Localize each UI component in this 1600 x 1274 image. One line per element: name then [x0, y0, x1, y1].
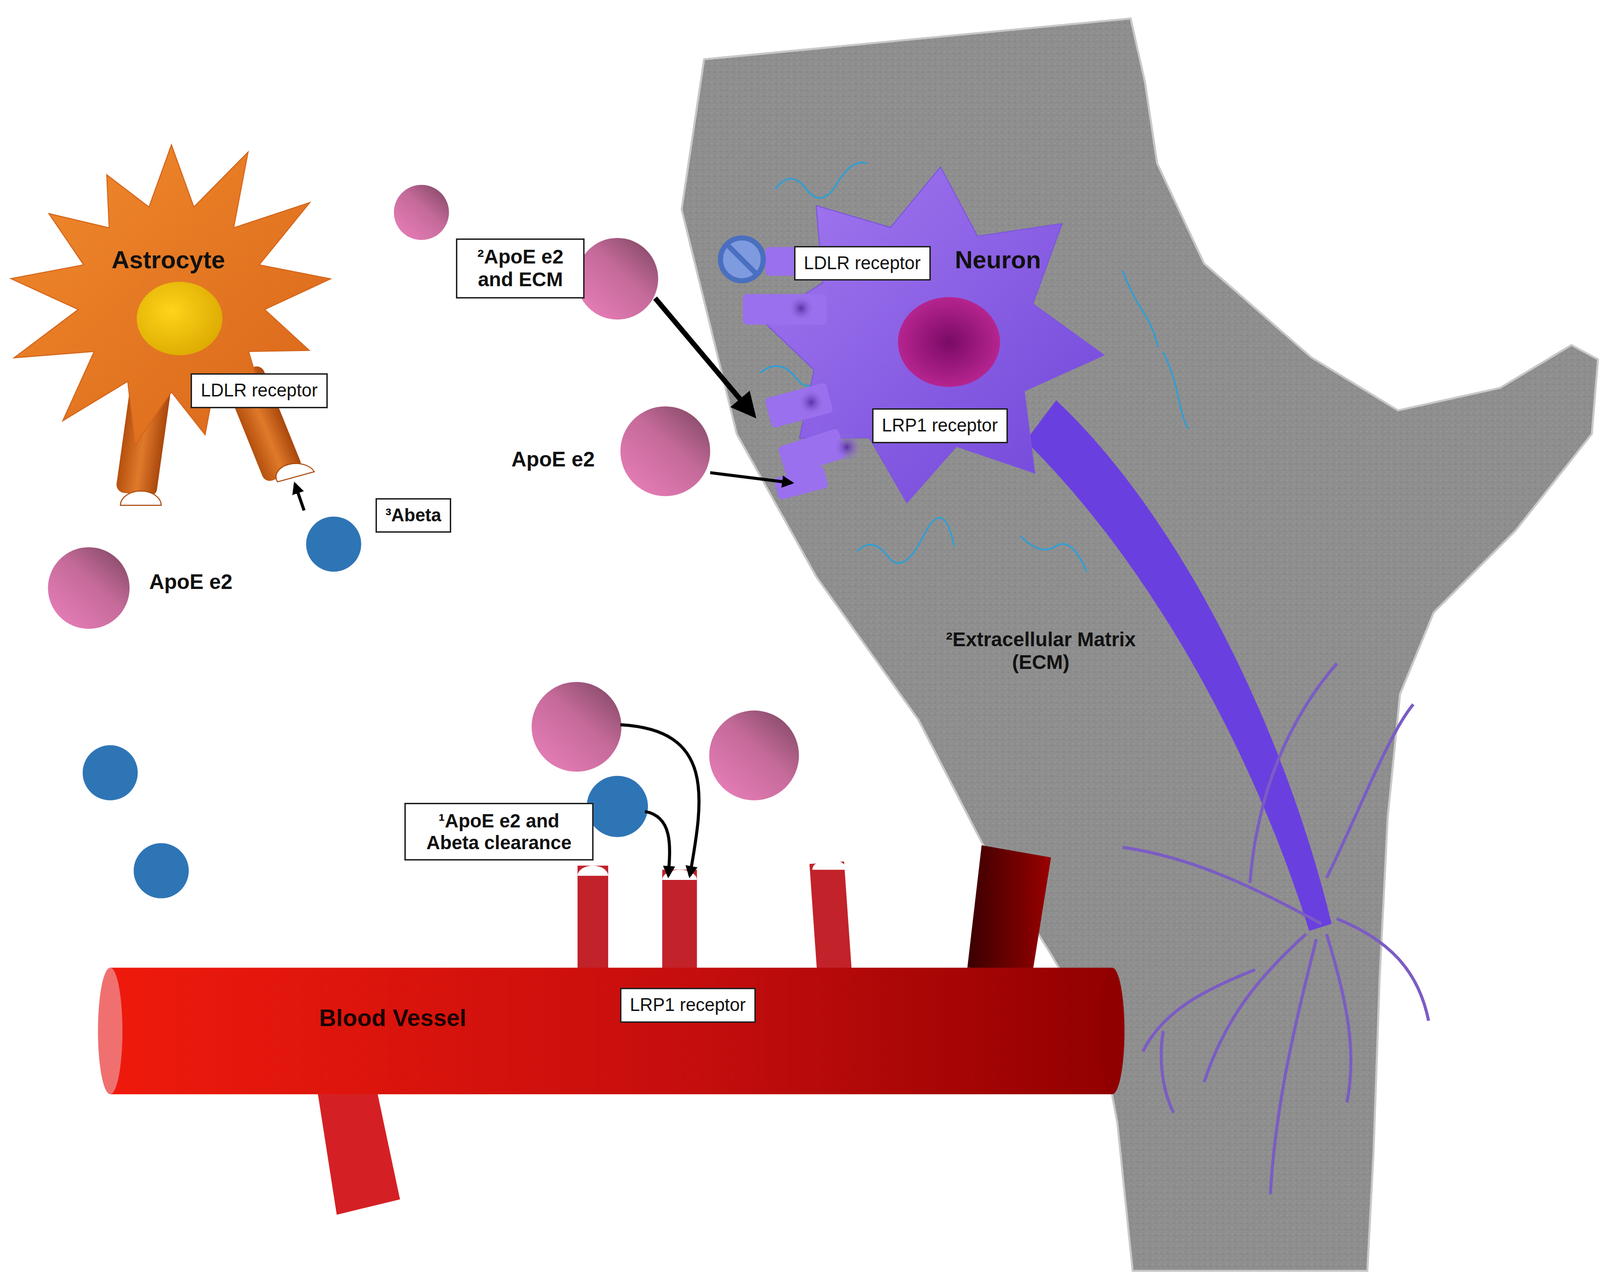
abeta-particle [306, 516, 362, 572]
blocked-symbol [720, 237, 764, 281]
node-text: ¹ApoE e2 and Abeta clearance [414, 809, 584, 854]
blood-vessel [97, 967, 123, 1095]
neuron-cell [1161, 1030, 1174, 1113]
receptor-box: LDLR receptor [190, 373, 328, 409]
receptor-box: LDLR receptor [794, 245, 931, 281]
neuron-cell [762, 166, 1105, 503]
particle-label: ApoE e2 [148, 569, 233, 594]
node-text: LDLR receptor [200, 380, 318, 402]
neuron-cell [764, 382, 834, 429]
neuron-cell [1326, 933, 1352, 1102]
arrow [295, 483, 305, 511]
neuron-cell [743, 246, 848, 500]
neuron-cell [1142, 969, 1255, 1052]
apoe-particle [620, 406, 711, 497]
callout-box: ¹ApoE e2 and Abeta clearance [404, 802, 594, 861]
node-text: LDLR receptor [804, 253, 921, 274]
blood-vessel [316, 1083, 401, 1215]
node-text: LRP1 receptor [629, 994, 746, 1016]
arrow [710, 472, 793, 483]
abeta-particle [82, 516, 648, 899]
blood-vessel [110, 967, 1113, 1095]
blood-vessel [662, 869, 697, 982]
neuron-cell [1326, 704, 1414, 878]
neuron-cell [786, 294, 815, 323]
vessel-label: Blood Vessel [319, 1004, 467, 1032]
node-text: Neuron [954, 245, 1041, 275]
neuron-cell [743, 294, 827, 325]
apoe-particle [531, 681, 622, 772]
neuron-cell [1336, 918, 1429, 1021]
blocked-symbol [726, 244, 758, 275]
neuron-cell [796, 387, 826, 417]
cell-label: Astrocyte [111, 245, 226, 275]
receptor-box: LRP1 receptor [872, 408, 1008, 444]
node-text: ³Abeta [385, 505, 442, 526]
neuron-cell [832, 432, 862, 462]
neuron-cell [1270, 938, 1317, 1194]
ecm-region [1122, 270, 1159, 348]
ecm-region [856, 517, 954, 564]
blood-vessel [577, 865, 609, 876]
neuron-cell [898, 297, 1001, 387]
neuron-cell [1122, 663, 1429, 1195]
node-text: ²Extracellular Matrix (ECM) [918, 628, 1164, 674]
neuron-cell [1122, 847, 1322, 924]
callout-box: ²ApoE e2 and ECM [455, 238, 585, 299]
arrow [655, 297, 753, 415]
neuron-cell [1204, 933, 1307, 1082]
abeta-particle [586, 775, 648, 837]
apoe-particle [576, 237, 659, 320]
abeta-particle [133, 842, 190, 899]
neuron-cell [1250, 663, 1337, 884]
astrocyte-cell [276, 463, 315, 482]
arrow [295, 297, 793, 876]
node-text: LRP1 receptor [882, 415, 998, 437]
cell-label: Neuron [954, 245, 1041, 275]
astrocyte-cell [136, 281, 223, 356]
blood-vessel [967, 845, 1051, 972]
neuron-cell [1025, 400, 1332, 931]
receptor-box: LRP1 receptor [620, 987, 756, 1023]
apoe-particle [393, 184, 450, 241]
blocked-symbol [720, 237, 764, 281]
blood-vessel [97, 845, 1125, 1215]
node-text: ²ApoE e2 and ECM [465, 245, 575, 292]
ecm-label: ²Extracellular Matrix (ECM) Neuron [673, 15, 1600, 1274]
astrocyte-cell [10, 144, 331, 446]
abeta-particle [82, 744, 139, 801]
apoe-particle [47, 184, 799, 801]
apoe-particle [47, 547, 130, 630]
blood-vessel [1100, 967, 1125, 1095]
blood-vessel [812, 859, 847, 870]
astrocyte-cell [120, 490, 162, 506]
ecm-region [1020, 535, 1087, 572]
callout-box: ³Abeta [375, 498, 452, 534]
ecm-region [775, 162, 868, 199]
ecm-region [1163, 352, 1190, 429]
apoe-particle [708, 710, 799, 801]
arrow [645, 811, 670, 876]
blood-vessel [809, 861, 852, 974]
particle-label: ApoE e2 [511, 447, 595, 472]
astrocyte-cell [10, 144, 331, 506]
node-text: Astrocyte [111, 245, 226, 275]
arrow [620, 724, 700, 876]
node-text: Blood Vessel [319, 1004, 467, 1032]
